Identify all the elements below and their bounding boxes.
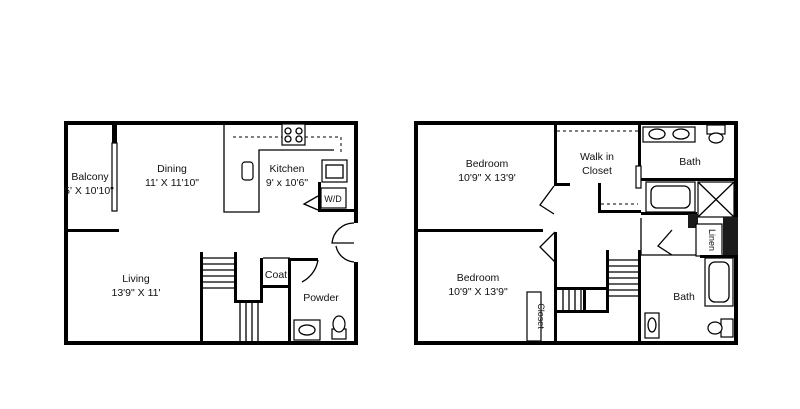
stair-wall-left — [606, 250, 609, 310]
bedroom1-dims: 10'9" X 13'9' — [458, 172, 516, 184]
bedroom2-label: Bedroom — [457, 272, 500, 284]
stair-mid-wall — [583, 287, 586, 312]
bath2-wall-top — [700, 255, 738, 258]
balcony-wall-top — [112, 121, 117, 143]
bedroom2-wall-right — [554, 232, 557, 342]
stairs — [562, 259, 638, 312]
linen-label: Linen — [707, 229, 717, 251]
walkin-bath-wall — [638, 121, 641, 166]
powder-label: Powder — [303, 292, 339, 304]
stair-bottom-wall — [557, 310, 609, 313]
bath2-toilet-bowl — [707, 321, 723, 335]
bath1-tub-wall — [641, 212, 697, 215]
left-wall — [414, 121, 418, 345]
top-wall — [414, 121, 738, 125]
closet-label: Closet — [536, 303, 546, 329]
bedroom-divider — [418, 229, 543, 232]
stairs — [203, 257, 259, 341]
bath2-toilet-tank — [720, 318, 734, 338]
upper-cabinets — [233, 136, 342, 155]
living-label: Living — [122, 273, 150, 285]
powder-door — [301, 259, 319, 283]
stair-landing-wall — [234, 300, 262, 303]
stair-wall-mid — [234, 252, 237, 302]
balcony-floor-edge — [64, 229, 119, 232]
stair-wall-right — [638, 250, 641, 345]
top-wall — [64, 121, 358, 125]
walkin-label-2: Closet — [582, 165, 612, 177]
kitchen-counter — [223, 125, 334, 213]
bath1-toilet-bowl — [708, 132, 724, 144]
walkin-wall-right-lower — [598, 183, 601, 213]
bath1-vanity — [642, 126, 696, 143]
bath2-door — [657, 229, 673, 256]
walkin-wall-bottom-left — [554, 183, 570, 186]
bedroom1-door — [539, 185, 555, 215]
bedroom2-door — [539, 231, 556, 263]
powder-toilet-bowl — [332, 315, 346, 333]
walkin-wall-bottom — [598, 210, 641, 213]
cooktop — [281, 123, 306, 146]
kitchen-label: Kitchen — [269, 163, 304, 175]
closet-door — [526, 291, 542, 342]
powder-wall-top — [288, 258, 318, 261]
bedroom1-label: Bedroom — [466, 158, 509, 170]
balcony-label: Balcony — [71, 171, 109, 183]
wd-unit — [320, 187, 347, 209]
bedroom2-dims: 10'9" X 13'9" — [448, 286, 508, 298]
right-wall-upper — [354, 121, 358, 223]
wd-bottom-wall — [318, 209, 358, 212]
kitchen-dims: 9' x 10'6" — [266, 177, 308, 189]
living-dims: 13'9" X 11' — [112, 287, 161, 299]
coat-label: Coat — [265, 269, 287, 281]
right-wall-lower — [354, 262, 358, 345]
powder-wall-left — [288, 258, 291, 345]
balcony-dims: 5' X 10'10" — [64, 185, 114, 197]
kitchen-sink — [241, 161, 254, 181]
walkin-door — [635, 165, 642, 189]
walkin-label-1: Walk in — [580, 151, 614, 163]
entry-door-swing-2 — [335, 245, 355, 263]
coat-wall-bottom — [260, 285, 290, 288]
wd-wall — [318, 182, 321, 212]
hall-wall — [640, 218, 696, 256]
bath2-sink — [644, 312, 660, 339]
first-floor: Balcony 5' X 10'10" Dining 11' X 11'10" … — [64, 121, 358, 345]
bath1-label: Bath — [679, 156, 701, 168]
powder-sink — [293, 319, 321, 341]
balcony-slider-door — [111, 142, 118, 212]
bottom-wall — [64, 341, 358, 345]
stair-wall-left — [200, 252, 203, 344]
linen-dark-block — [723, 217, 738, 255]
second-floor: Bedroom 10'9" X 13'9' Walk in Closet Bat… — [414, 121, 738, 345]
wd-label: W/D — [324, 194, 342, 204]
dining-label: Dining — [157, 163, 187, 175]
bottom-wall — [414, 341, 738, 345]
entry-door-swing — [331, 222, 355, 244]
walkin-wall-left — [554, 121, 557, 183]
bath1-wall-bottom — [641, 178, 738, 181]
wd-door — [302, 195, 319, 211]
dining-dims: 11' X 11'10" — [145, 177, 199, 189]
bath2-label: Bath — [673, 291, 695, 303]
linen-wall-dark — [688, 214, 698, 228]
coat-wall-left — [260, 258, 263, 303]
